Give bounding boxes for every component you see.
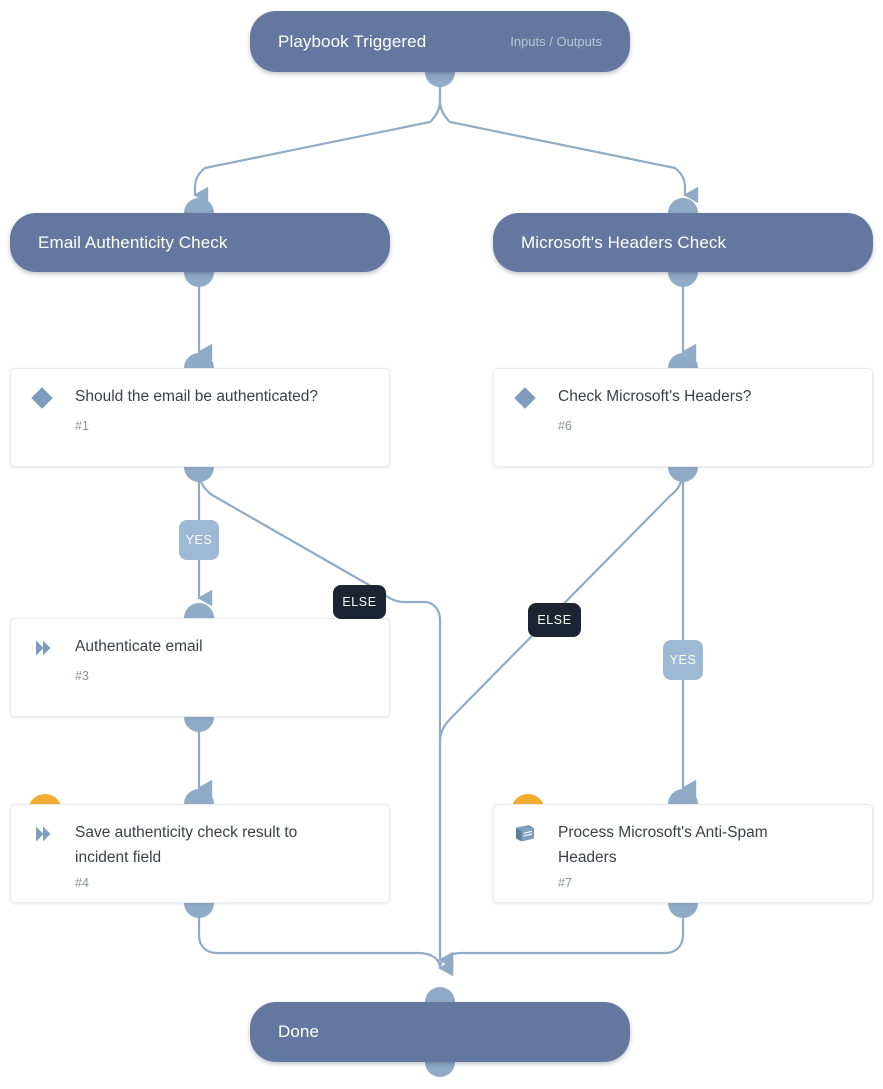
chevron-right-icon (25, 819, 59, 849)
connector-task3-in (184, 603, 214, 618)
branch-label-yes-left-text: YES (185, 533, 213, 547)
done-label: Done (278, 1022, 320, 1041)
branch-label-yes-right-text: YES (669, 653, 697, 667)
stage-microsoft-headers-label: Microsoft's Headers Check (521, 232, 727, 252)
card-task-4-title: Save authenticity check result to incide… (75, 824, 298, 866)
connector-trigger-out (425, 72, 455, 87)
card-task-4-number: #4 (75, 876, 89, 890)
card-task-1-title: Should the email be authenticated? (75, 388, 319, 405)
connector-stage-left-in (184, 198, 214, 213)
node-playbook-triggered[interactable]: Playbook Triggered Inputs / Outputs (250, 11, 630, 72)
edge-trigger-to-stage-right (438, 84, 699, 204)
connector-task4-out (184, 903, 214, 918)
playbook-triggered-label: Playbook Triggered (278, 31, 427, 51)
diamond-condition-icon (508, 383, 542, 413)
node-done[interactable]: Done (250, 1002, 630, 1062)
book-playbook-icon (508, 819, 542, 849)
card-task-4[interactable]: Save authenticity check result to incide… (10, 804, 390, 903)
connector-task6-in (668, 353, 698, 368)
card-task-6[interactable]: Check Microsoft's Headers? #6 (493, 368, 873, 828)
branch-label-else-right-text: ELSE (537, 613, 572, 627)
connector-task7-out (668, 903, 698, 918)
card-task-1-header: Should the email be authenticated? (11, 369, 389, 413)
card-task-1-footer: #1 (11, 419, 389, 828)
edge-trigger-to-stage-left (193, 84, 442, 204)
chevron-right-icon (25, 633, 59, 663)
card-task-7-footer: #7 (494, 876, 872, 902)
node-stage-microsoft-headers[interactable]: Microsoft's Headers Check (493, 213, 873, 272)
connector-stage-right-out (668, 272, 698, 287)
node-stage-email-authenticity[interactable]: Email Authenticity Check (10, 213, 390, 272)
card-task-4-footer: #4 (11, 876, 389, 902)
card-task-6-header: Check Microsoft's Headers? (494, 369, 872, 413)
connector-task4-in (184, 789, 214, 804)
card-task-3-number: #3 (75, 669, 89, 683)
card-task-6-number: #6 (558, 419, 572, 433)
card-task-7[interactable]: Process Microsoft's Anti-Spam Headers #7 (493, 804, 873, 903)
branch-label-else-left-text: ELSE (342, 595, 377, 609)
branch-label-yes-right[interactable]: YES (663, 640, 703, 680)
connector-done-in (425, 987, 455, 1002)
card-task-6-title: Check Microsoft's Headers? (558, 388, 752, 405)
card-task-3[interactable]: Authenticate email #3 (10, 618, 390, 717)
diamond-condition-icon (25, 383, 59, 413)
branch-label-else-right[interactable]: ELSE (528, 603, 581, 637)
connector-task6-out (668, 467, 698, 482)
connector-task1-out (184, 467, 214, 482)
stage-email-authenticity-label: Email Authenticity Check (38, 232, 228, 252)
edge-task7-to-done (438, 903, 685, 977)
branch-label-yes-left[interactable]: YES (179, 520, 219, 560)
card-task-3-header: Authenticate email (11, 619, 389, 663)
connector-task3-out (184, 717, 214, 732)
connector-done-out (425, 1062, 455, 1077)
card-task-7-number: #7 (558, 876, 572, 890)
connector-stage-right-in (668, 198, 698, 213)
card-task-1-number: #1 (75, 419, 89, 433)
card-task-7-title: Process Microsoft's Anti-Spam Headers (558, 824, 768, 866)
card-task-7-header: Process Microsoft's Anti-Spam Headers (494, 805, 872, 870)
card-task-3-title: Authenticate email (75, 638, 203, 655)
card-task-6-footer: #6 (494, 419, 872, 828)
branch-label-else-left[interactable]: ELSE (333, 585, 386, 619)
card-task-3-footer: #3 (11, 669, 389, 695)
card-task-4-header: Save authenticity check result to incide… (11, 805, 389, 870)
card-task-1[interactable]: Should the email be authenticated? #1 (10, 368, 390, 828)
edge-task4-to-done (197, 903, 454, 977)
connector-stage-left-out (184, 272, 214, 287)
inputs-outputs-label[interactable]: Inputs / Outputs (510, 34, 602, 49)
connector-task7-in (668, 789, 698, 804)
connector-task1-in (184, 353, 214, 368)
